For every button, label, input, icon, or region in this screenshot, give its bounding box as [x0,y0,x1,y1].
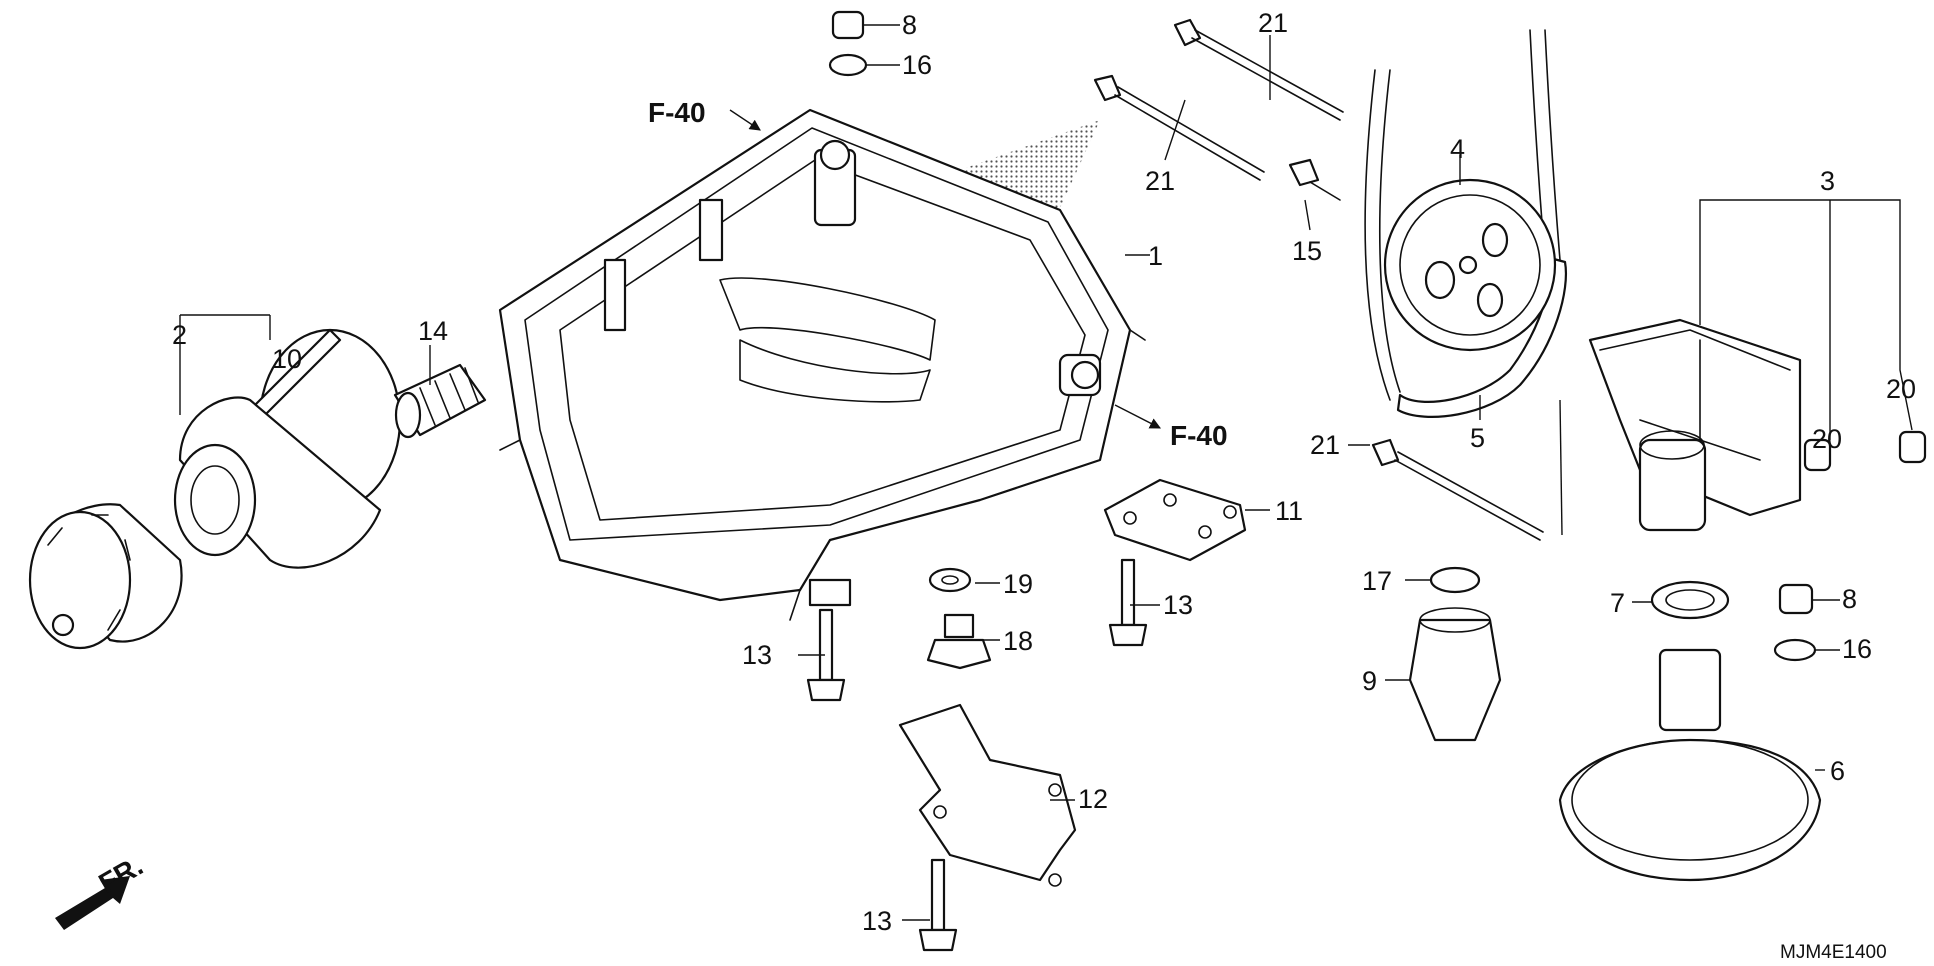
callout-13-middle: 13 [1163,590,1193,620]
guide-bracket [898,703,1077,887]
callout-7: 7 [1610,588,1625,618]
long-bolts [1093,18,1544,541]
oil-filter-wrench-cap [28,503,183,650]
callout-labels: 1 2 3 4 5 6 7 8 8 9 10 11 12 13 13 13 14… [172,8,1916,936]
callout-9: 9 [1362,666,1377,696]
callout-11: 11 [1275,496,1303,526]
reference-f40-right: F-40 [1170,420,1228,451]
callout-2: 2 [172,320,187,350]
callout-5: 5 [1470,423,1485,453]
reference-f40-top: F-40 [648,97,706,128]
front-direction-arrow-icon [55,876,130,930]
callout-21-lower: 21 [1310,430,1340,460]
diagram-code: MJM4E1400 [1780,942,1887,963]
callout-13-left: 13 [742,640,772,670]
callout-14: 14 [418,316,448,346]
leader-lines [179,24,1913,921]
callout-13-bottom: 13 [862,906,892,936]
drain-bolt-set [828,10,992,670]
oil-pass-plate [1103,478,1247,562]
callout-8-right: 8 [1842,584,1857,614]
oil-cooler-pipe [393,363,487,439]
oil-filter-cartridge [173,328,402,569]
callout-15: 15 [1292,236,1322,266]
collar-and-washer-right [1773,583,1817,662]
oil-pump-sprocket [1383,178,1557,352]
callout-20-right: 20 [1886,374,1916,404]
callout-6: 6 [1830,756,1845,786]
callout-19: 19 [1003,569,1033,599]
callout-4: 4 [1450,134,1465,164]
callout-3: 3 [1820,166,1835,196]
callout-10: 10 [272,344,302,374]
callout-20-center: 20 [1812,424,1842,454]
o-ring-and-pipe [1408,566,1502,742]
callout-17: 17 [1362,566,1392,596]
callout-12: 12 [1078,784,1108,814]
callout-1: 1 [1148,241,1163,271]
callout-21-top: 21 [1258,8,1288,38]
oil-pump-assembly [1588,318,1927,532]
callout-18: 18 [1003,626,1033,656]
callout-16-top: 16 [902,50,932,80]
oil-strainer [1558,580,1822,882]
oil-pan [498,108,1146,621]
callout-16-right: 16 [1842,634,1872,664]
callout-8-top: 8 [902,10,917,40]
flange-bolts [806,558,1148,952]
callout-21-mid: 21 [1145,166,1175,196]
